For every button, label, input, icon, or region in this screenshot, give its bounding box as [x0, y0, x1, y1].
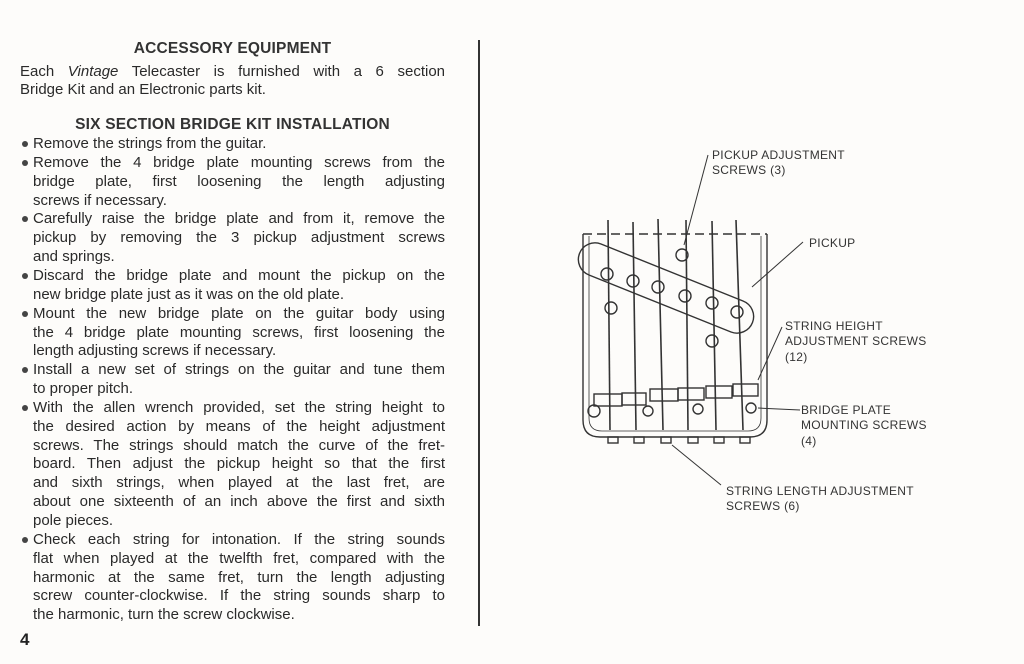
strings — [607, 218, 744, 431]
intro-text-a: Each — [20, 63, 55, 80]
step-line: and sixth strings, when played at the la… — [33, 474, 445, 492]
step-line: length adjusting screws if necessary. — [33, 342, 277, 360]
step-line: the harmonic, turn the screw clockwise. — [33, 606, 295, 624]
leader-lines — [671, 154, 804, 486]
step-line-bulleted: Mount the new bridge plate on the guitar… — [22, 304, 445, 322]
step-line: screw counter-clockwise. If the string s… — [33, 587, 445, 605]
pickup-screws — [604, 248, 719, 348]
step-line-bulleted: Carefully raise the bridge plate and fro… — [22, 210, 445, 228]
label-string-height-2: ADJUSTMENT SCREWS — [785, 334, 927, 348]
label-bridge-plate-3: (4) — [801, 434, 817, 448]
step-line: harmonic at the same fret, turn the leng… — [33, 568, 445, 586]
step-line-bulleted: Remove the strings from the guitar. — [22, 135, 445, 153]
step-line: pole pieces. — [33, 512, 114, 529]
step-line: and springs. — [33, 248, 115, 266]
step-line-bulleted: Remove the 4 bridge plate mounting screw… — [22, 153, 445, 171]
diagram-labels: PICKUP ADJUSTMENT SCREWS (3) PICKUP STRI… — [712, 148, 927, 513]
label-bridge-plate-1: BRIDGE PLATE — [801, 403, 891, 417]
step-line: board. Then adjust the pickup height so … — [33, 455, 445, 473]
step-line-bulleted: Check each string for intonation. If the… — [22, 530, 445, 548]
label-string-height-3: (12) — [785, 350, 808, 364]
column-divider — [478, 40, 480, 626]
step-line: screws if necessary. — [33, 191, 167, 209]
step-line: pickup by removing the 3 pickup adjustme… — [33, 229, 445, 247]
heading-accessory-equipment: ACCESSORY EQUIPMENT — [133, 40, 332, 57]
label-string-length-1: STRING LENGTH ADJUSTMENT — [726, 484, 914, 498]
step-line: to proper pitch. — [33, 380, 134, 398]
step-line: flat when played at the twelfth fret, co… — [33, 549, 445, 567]
label-string-height-1: STRING HEIGHT — [785, 319, 883, 333]
label-pickup-adjustment-screws-1: PICKUP ADJUSTMENT — [712, 148, 845, 162]
step-line: bridge plate, first loosening the length… — [33, 172, 445, 190]
step-line: about one sixteenth of an inch above the… — [33, 493, 445, 511]
intro-italic-vintage: Vintage — [67, 63, 119, 80]
step-line-bulleted: Discard the bridge plate and mount the p… — [22, 266, 445, 284]
intro-line-1: Each Vintage Telecaster is furnished wit… — [20, 63, 445, 81]
label-pickup: PICKUP — [809, 236, 855, 250]
label-bridge-plate-2: MOUNTING SCREWS — [801, 418, 927, 432]
step-line: the desired action by means of the heigh… — [33, 417, 445, 435]
bridge-plate — [582, 233, 768, 438]
step-line: new bridge plate just as it was on the o… — [33, 285, 345, 303]
step-line-bulleted: Install a new set of strings on the guit… — [22, 361, 445, 379]
step-line: the 4 bridge plate mounting screws, firs… — [33, 323, 445, 341]
intro-text-b: Telecaster is furnished with a 6 section — [131, 63, 445, 80]
pickup — [577, 242, 755, 334]
page-number: 4 — [20, 630, 30, 649]
step-line-bulleted: With the allen wrench provided, set the … — [22, 398, 445, 416]
label-string-length-2: SCREWS (6) — [726, 499, 800, 513]
intro-line-2: Bridge Kit and an Electronic parts kit. — [20, 81, 266, 98]
saddles — [587, 383, 759, 444]
label-pickup-adjustment-screws-2: SCREWS (3) — [712, 163, 786, 177]
heading-bridge-kit-installation: SIX SECTION BRIDGE KIT INSTALLATION — [75, 116, 390, 133]
step-line: screws. The strings should match the cur… — [33, 436, 445, 454]
